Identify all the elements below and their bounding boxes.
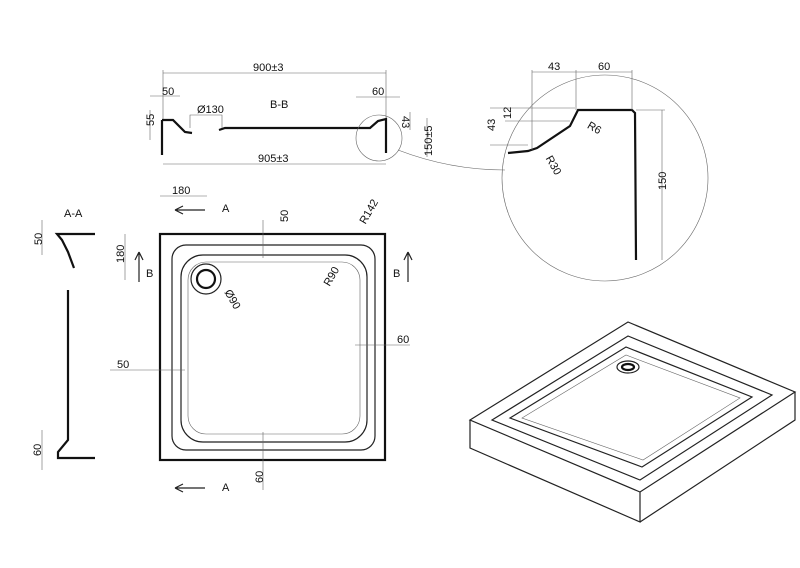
outer-outline (158, 232, 387, 462)
basin-edge (180, 254, 368, 443)
bottom-rim-label: 60 (254, 471, 266, 483)
detail-view: 43 60 12 43 R6 R30 150 (486, 61, 709, 282)
left-rim-label: 50 (117, 359, 129, 371)
step-height-label: 43 (486, 119, 498, 131)
cut-b-left-label: B (146, 268, 153, 280)
iso-rim (490, 335, 774, 481)
iso-floor (521, 354, 741, 461)
right-step-label: 43 (399, 116, 411, 128)
iso-drain-inner (620, 362, 636, 372)
section-bb-title: B-B (270, 99, 288, 111)
detail-boundary (501, 74, 709, 282)
bottom-rim-label: 60 (32, 444, 44, 456)
iso-sides (469, 392, 796, 523)
basin-floor (187, 261, 361, 435)
cut-a-top-label: A (222, 203, 230, 215)
drain-label: Ø90 (222, 288, 243, 312)
corner-radius-inner-label: R90 (322, 265, 342, 288)
left-height-label: 55 (145, 114, 157, 126)
plan-view: 180 A 180 B B 50 R142 R90 Ø90 60 50 60 A (110, 185, 413, 494)
drain-label: Ø130 (197, 104, 224, 116)
drain-outer (190, 263, 222, 295)
corner-radius-outer-label: R142 (358, 197, 382, 226)
left-rim-label: 50 (162, 86, 174, 98)
offset-h-label: 180 (172, 185, 190, 197)
detail-leader (397, 149, 506, 171)
detail-circle (355, 114, 403, 162)
bottom-profile (218, 117, 388, 153)
iso-top (468, 321, 797, 493)
cut-a-bottom-label: A (222, 482, 230, 494)
right-rim-label: 60 (397, 334, 409, 346)
section-bb: 900±3 B-B 50 55 Ø130 60 43 150±5 905±3 (145, 62, 506, 171)
width-bottom-label: 905±3 (258, 153, 289, 165)
iso-drain (616, 360, 640, 374)
drain-inner (195, 268, 217, 290)
height-label: 150 (657, 172, 669, 190)
cut-arrow-b-left (134, 251, 144, 282)
left-profile (160, 118, 193, 155)
radius-large-label: R30 (543, 154, 563, 177)
width-top-label: 900±3 (253, 62, 284, 74)
step-top-label: 12 (502, 107, 514, 119)
step-width-label: 43 (548, 61, 560, 73)
dimension-line (189, 114, 223, 128)
radius-small-label: R6 (585, 120, 603, 137)
cut-arrow-b-right (403, 251, 413, 282)
rim-edge (171, 244, 376, 451)
top-rim-label: 50 (33, 233, 45, 245)
aa-profile (54, 232, 95, 460)
offset-v-label: 180 (115, 245, 127, 263)
section-aa-title: A-A (64, 208, 83, 220)
detail-profile (507, 108, 638, 261)
cut-arrow-a-top (174, 205, 205, 215)
cut-arrow-a-bottom (174, 483, 205, 493)
isometric-view (468, 321, 797, 523)
total-height-label: 150±5 (423, 125, 435, 156)
right-rim-label: 60 (372, 86, 384, 98)
iso-basin (508, 346, 754, 468)
section-aa: A-A 50 60 (32, 208, 95, 470)
top-rim-label: 50 (279, 210, 291, 222)
cut-b-right-label: B (393, 268, 400, 280)
rim-width-label: 60 (598, 61, 610, 73)
